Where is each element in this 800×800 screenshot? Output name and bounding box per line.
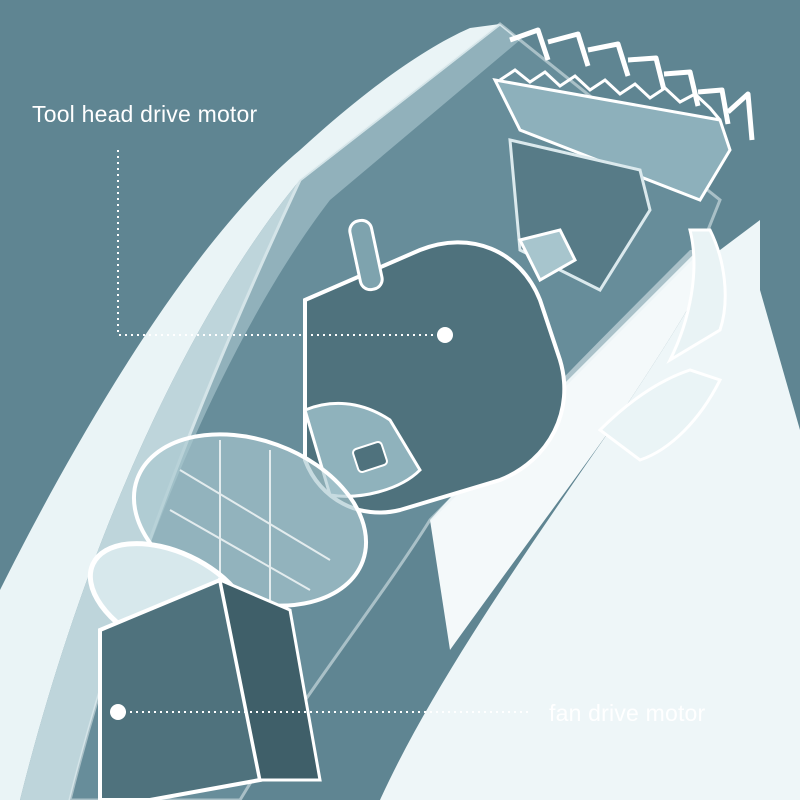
tool-head-motor-terminal xyxy=(352,440,388,474)
tool-head-leader-line xyxy=(117,150,445,336)
shell-right-side xyxy=(430,250,720,650)
blade-block xyxy=(492,78,732,202)
fan-motor-body xyxy=(98,577,263,800)
motor-shaft-gear xyxy=(517,228,577,283)
fan-motor-label: fan drive motor xyxy=(549,700,706,726)
shell-left-rim-shade xyxy=(20,24,520,800)
shell-right-body xyxy=(380,220,800,800)
side-clip xyxy=(597,368,723,462)
shell-left-rim xyxy=(0,24,500,800)
fan-callout-dot-icon xyxy=(110,704,126,720)
fan-disc-grid xyxy=(169,440,331,600)
fan-motor-side xyxy=(217,577,322,782)
blade-teeth-edge xyxy=(499,68,722,121)
tool-head-motor-label: Tool head drive motor xyxy=(32,101,258,127)
side-lever xyxy=(666,228,727,364)
tool-head-callout-dot-icon xyxy=(437,327,453,343)
support-post xyxy=(348,218,384,292)
